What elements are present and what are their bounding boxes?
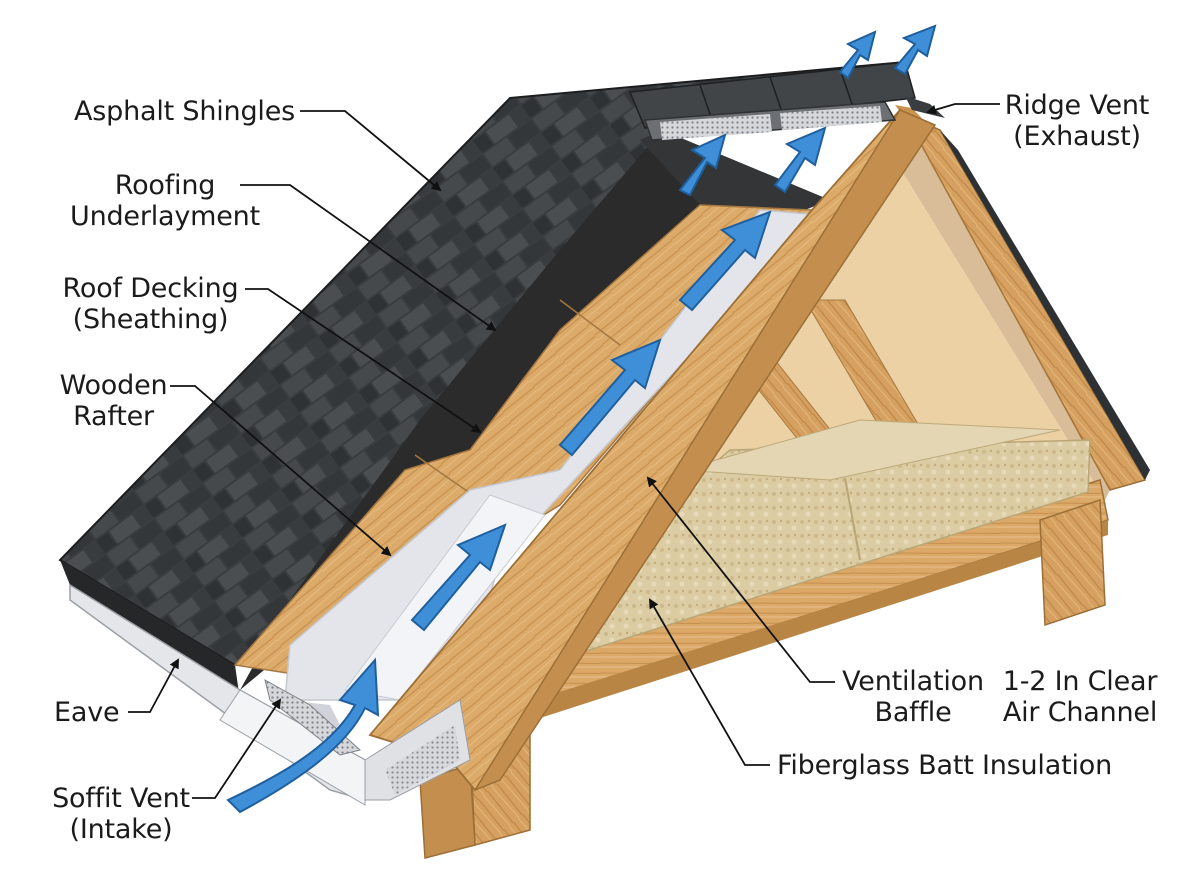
label-fiberglass-insulation: Fiberglass Batt Insulation [777, 750, 1112, 781]
label-clear-air-channel: 1-2 In Clear Air Channel [996, 666, 1164, 728]
label-roof-decking: Roof Decking (Sheathing) [58, 273, 243, 335]
label-text: Roof Decking [62, 273, 239, 304]
label-text: Eave [54, 697, 120, 728]
leader-line [128, 658, 179, 713]
label-text: Underlayment [70, 201, 260, 232]
label-text: Ventilation [842, 666, 984, 697]
airflow-arrow-icon [773, 126, 827, 194]
leader-lines [128, 103, 1000, 799]
airflow-arrows [226, 24, 937, 814]
leader-line [192, 698, 282, 799]
label-text: (Intake) [69, 814, 173, 845]
label-roofing-underlayment: Roofing Underlayment [70, 170, 260, 232]
label-eave: Eave [54, 697, 120, 728]
airflow-arrow-icon [558, 338, 662, 457]
leader-line [170, 385, 392, 557]
leader-line [240, 184, 497, 332]
airflow-arrow-icon [678, 210, 772, 312]
label-wooden-rafter: Wooden Rafter [56, 370, 171, 432]
label-soffit-vent: Soffit Vent (Intake) [50, 783, 192, 845]
ridge-vent [643, 96, 945, 141]
airflow-arrow-icon [893, 24, 937, 76]
label-text: Baffle [874, 697, 952, 728]
label-text: Wooden [59, 370, 168, 401]
label-text: Rafter [73, 401, 154, 432]
front-rafter [368, 107, 937, 792]
airflow-arrow-icon [226, 657, 380, 814]
label-ridge-vent: Ridge Vent (Exhaust) [1002, 90, 1152, 152]
label-text: Roofing [114, 170, 216, 201]
eave-and-soffit [69, 583, 471, 806]
label-text: (Exhaust) [1013, 121, 1141, 152]
leader-line [245, 288, 482, 434]
label-text: Soffit Vent [52, 783, 190, 814]
leader-line [926, 103, 1000, 115]
label-text: Asphalt Shingles [74, 96, 295, 127]
label-text: Ridge Vent [1004, 90, 1150, 121]
airflow-arrow-icon [678, 133, 727, 197]
leader-line [649, 598, 770, 766]
airflow-arrow-icon [838, 30, 877, 80]
label-text: (Sheathing) [72, 304, 229, 335]
label-asphalt-shingles: Asphalt Shingles [74, 96, 295, 127]
label-ventilation-baffle: Ventilation Baffle [838, 666, 988, 728]
leader-line [300, 110, 442, 192]
label-text: Air Channel [1002, 697, 1158, 728]
label-text: 1-2 In Clear [1002, 666, 1158, 697]
leader-line [646, 476, 835, 683]
airflow-arrow-icon [410, 523, 507, 632]
label-text: Fiberglass Batt Insulation [777, 750, 1112, 781]
